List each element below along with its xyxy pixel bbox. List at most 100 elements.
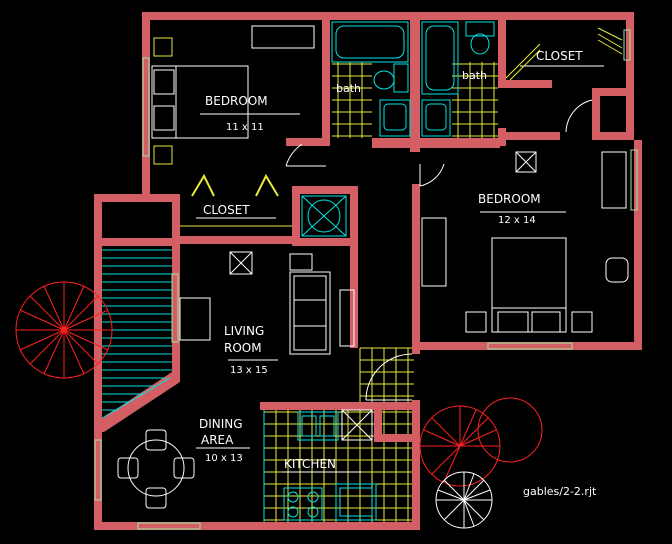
bath2-label: bath bbox=[462, 69, 487, 82]
wall bbox=[412, 400, 420, 530]
bath1-fixtures bbox=[331, 21, 411, 137]
wall bbox=[150, 194, 180, 202]
closet1-doors bbox=[180, 173, 292, 227]
closet1-label: CLOSET bbox=[203, 203, 250, 217]
bath1-label: bath bbox=[336, 82, 361, 95]
dining-furniture bbox=[117, 429, 250, 509]
living-label-line2: ROOM bbox=[224, 341, 262, 355]
dishwasher bbox=[341, 409, 373, 441]
nightstand bbox=[571, 311, 593, 333]
wall bbox=[94, 238, 180, 246]
vanity bbox=[421, 99, 451, 137]
wall bbox=[412, 184, 420, 350]
tile-grids bbox=[264, 62, 498, 522]
walls bbox=[94, 12, 642, 530]
tv-stand bbox=[179, 297, 211, 341]
wall bbox=[372, 138, 500, 148]
living-furniture bbox=[179, 251, 355, 361]
wall bbox=[172, 238, 180, 378]
dresser bbox=[601, 151, 627, 209]
wall bbox=[498, 80, 552, 88]
toilet bbox=[470, 33, 490, 55]
bedroom1-size: 11 x 11 bbox=[226, 122, 264, 133]
chair bbox=[145, 429, 167, 451]
pillow bbox=[497, 311, 529, 333]
window bbox=[487, 342, 573, 350]
wall bbox=[260, 402, 420, 410]
bedroom1-label: BEDROOM bbox=[205, 94, 268, 108]
wall bbox=[286, 138, 330, 146]
toilet bbox=[373, 70, 395, 90]
sofa bbox=[289, 271, 331, 355]
wall bbox=[94, 372, 180, 432]
dining-table bbox=[127, 439, 185, 497]
toilet-tank bbox=[465, 21, 495, 37]
ceiling-fan bbox=[515, 151, 537, 173]
pillow bbox=[153, 105, 175, 131]
bedroom1-furniture bbox=[151, 25, 326, 167]
toilet-tank bbox=[393, 63, 409, 93]
plant-large-left bbox=[15, 281, 113, 379]
wall bbox=[292, 186, 358, 194]
ceiling-fan bbox=[229, 251, 253, 275]
bathtub bbox=[331, 21, 409, 63]
wall bbox=[94, 194, 154, 202]
wall bbox=[142, 12, 150, 200]
wall bbox=[350, 186, 358, 246]
nightstand bbox=[465, 311, 487, 333]
kitchen-fixtures bbox=[263, 409, 377, 522]
wall bbox=[94, 194, 102, 530]
room-labels: BEDROOM 11 x 11 CLOSET bath bath CLOSET … bbox=[199, 49, 597, 498]
wall bbox=[322, 12, 330, 144]
file-label: gables/2-2.rjt bbox=[523, 485, 597, 498]
chair bbox=[173, 457, 195, 479]
wall bbox=[322, 12, 634, 20]
bath2-tile-grid bbox=[452, 62, 498, 138]
coffee-table bbox=[339, 289, 355, 347]
side-table bbox=[289, 253, 313, 271]
entry-tile-grid bbox=[359, 347, 414, 410]
staircase bbox=[101, 249, 172, 419]
window bbox=[171, 273, 179, 343]
bed bbox=[151, 65, 249, 139]
window bbox=[623, 29, 631, 61]
wall bbox=[180, 236, 296, 244]
desk bbox=[421, 217, 447, 287]
refrigerator bbox=[335, 483, 377, 521]
plant-right-2 bbox=[435, 471, 493, 529]
closet2-label: CLOSET bbox=[536, 49, 583, 63]
dining-size: 10 x 13 bbox=[205, 453, 243, 464]
entry-door bbox=[365, 353, 413, 401]
wall bbox=[374, 402, 382, 440]
wall bbox=[374, 434, 420, 442]
stove bbox=[283, 487, 323, 521]
bath1-tile-grid bbox=[332, 62, 372, 138]
dining-label-line2: AREA bbox=[201, 433, 234, 447]
chair bbox=[145, 487, 167, 509]
pillow bbox=[153, 69, 175, 95]
vanity bbox=[379, 99, 411, 137]
wall bbox=[292, 186, 300, 246]
wall bbox=[142, 12, 330, 20]
window bbox=[94, 439, 102, 501]
window bbox=[630, 149, 638, 211]
window bbox=[137, 522, 201, 530]
wall bbox=[94, 522, 420, 530]
wall bbox=[498, 132, 560, 140]
bedroom2-label: BEDROOM bbox=[478, 192, 541, 206]
bed bbox=[491, 237, 567, 333]
sink bbox=[297, 411, 339, 441]
closet2-details bbox=[505, 27, 623, 133]
wall bbox=[292, 238, 358, 246]
wall bbox=[498, 12, 506, 86]
wall bbox=[626, 12, 634, 140]
dresser bbox=[251, 25, 315, 49]
wall bbox=[592, 88, 600, 140]
wall bbox=[592, 88, 634, 96]
hvac-unit bbox=[301, 195, 347, 237]
wall bbox=[634, 140, 642, 350]
nightstand bbox=[153, 37, 173, 57]
dining-label-line1: DINING bbox=[199, 417, 243, 431]
living-label-line1: LIVING bbox=[224, 324, 264, 338]
